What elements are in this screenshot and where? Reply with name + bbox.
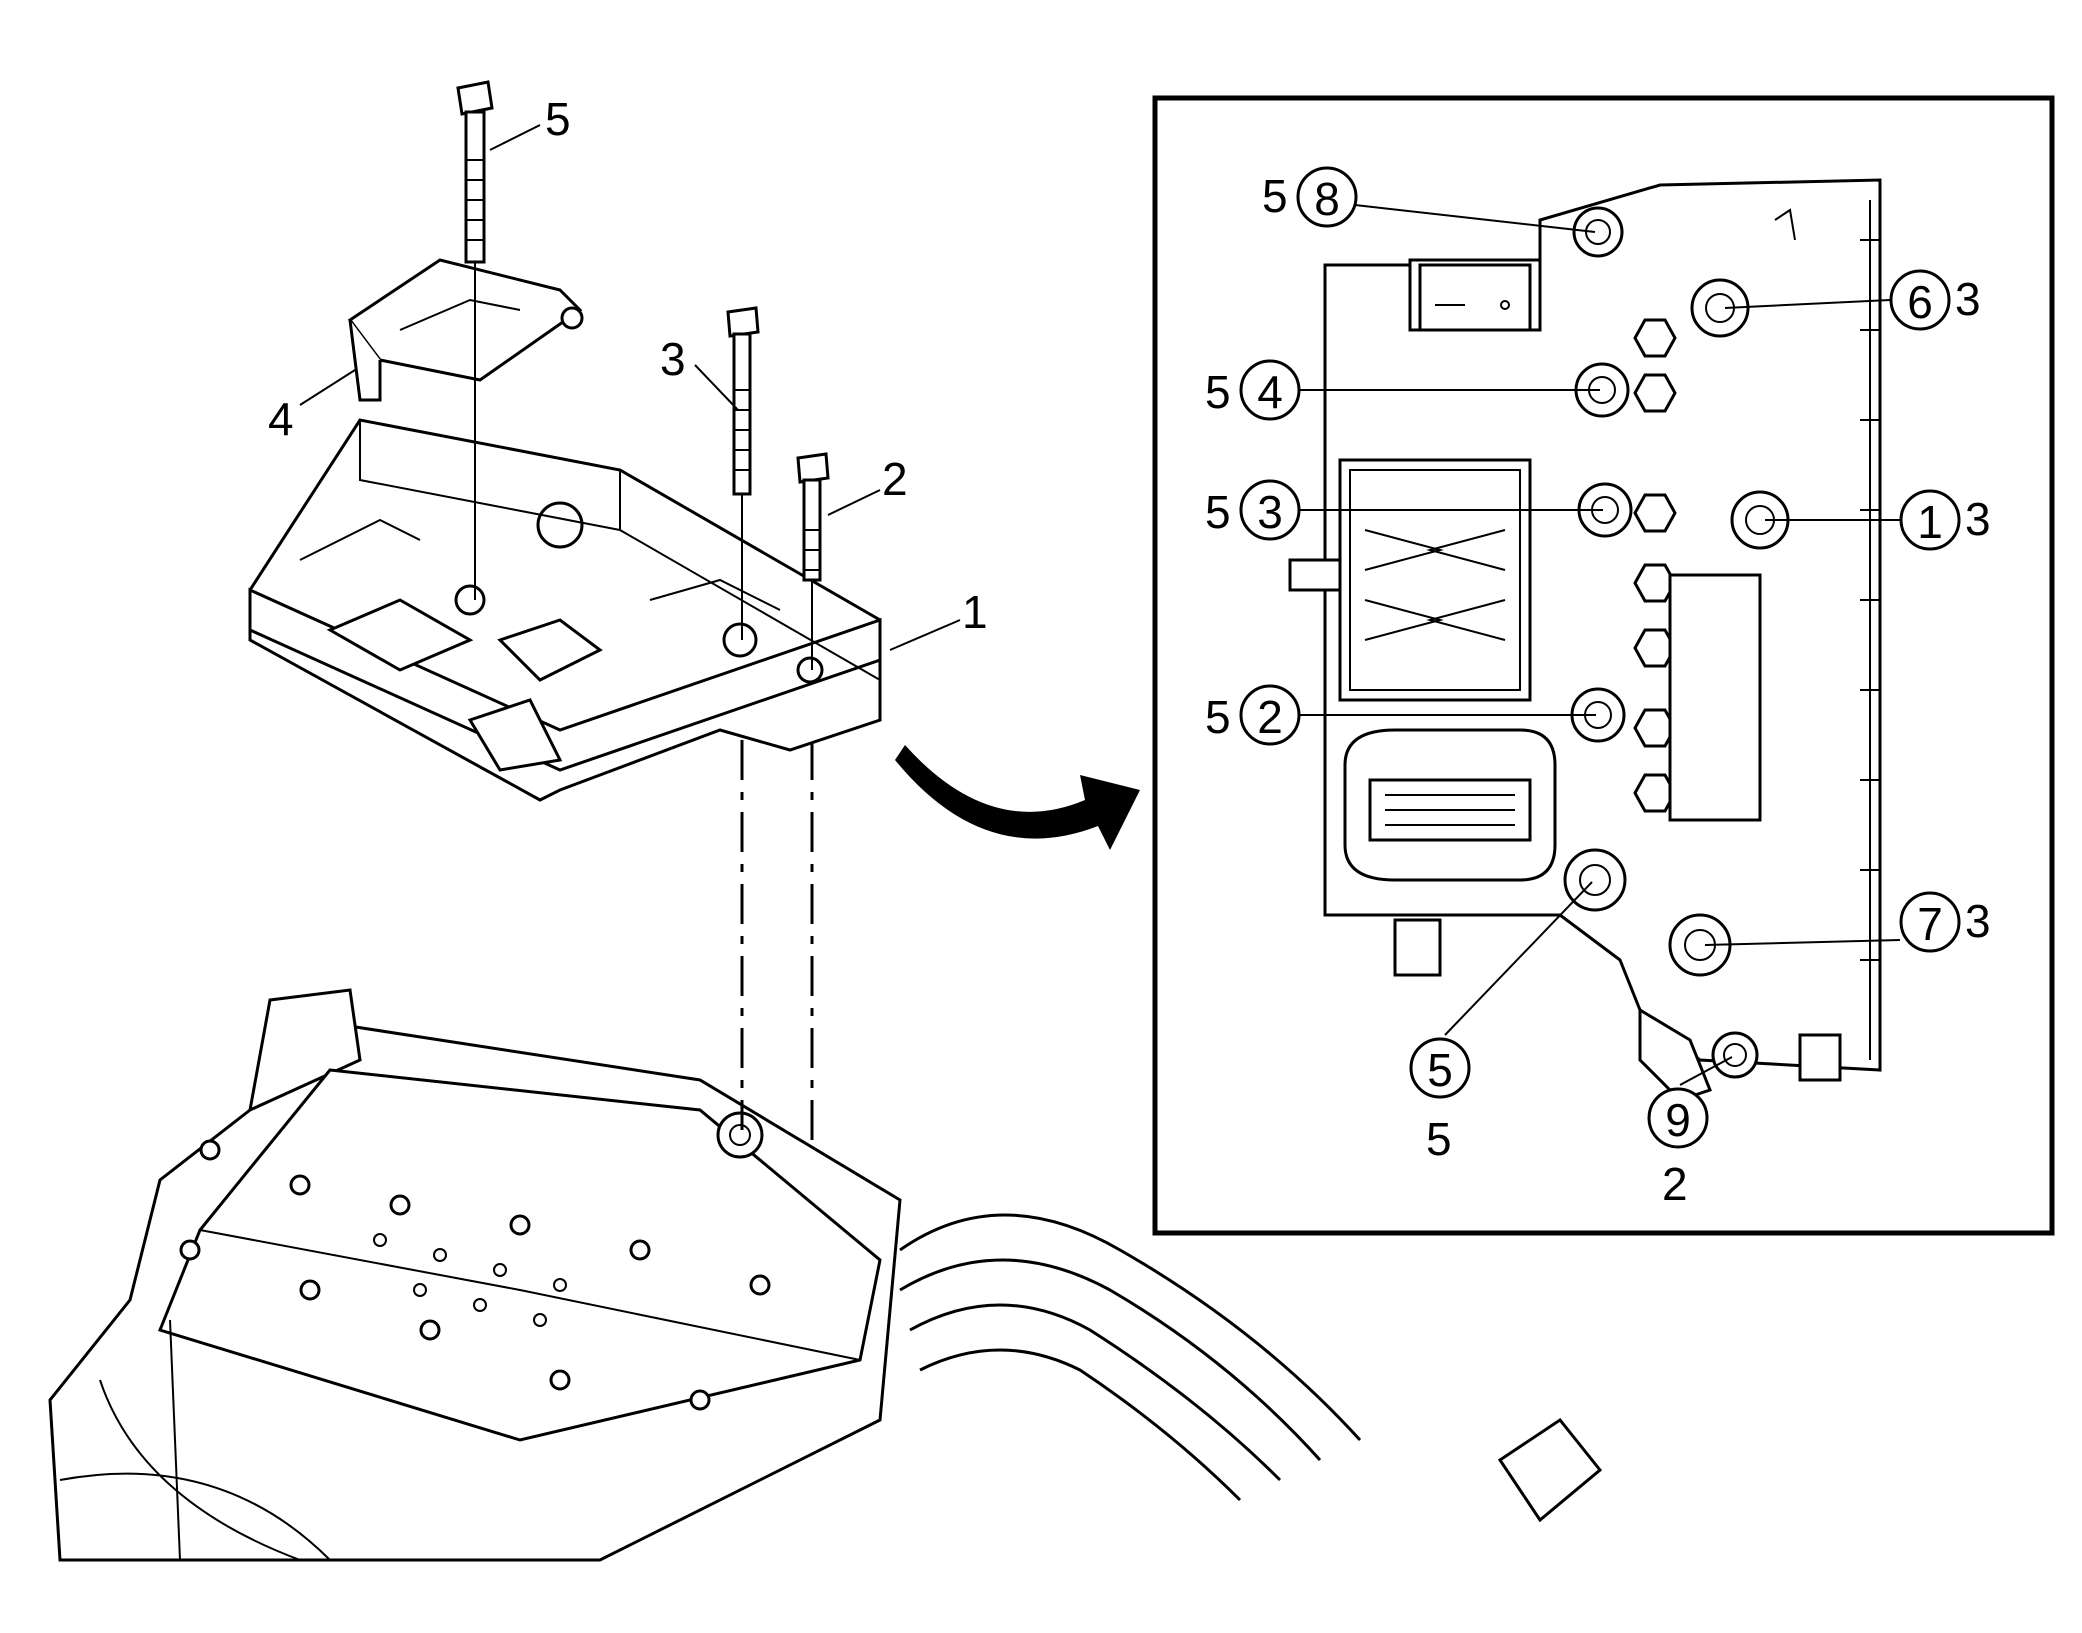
wiring-harness [899,1213,1603,1523]
leader-3 [694,364,739,411]
inset-callout-3: 5 3 [1205,479,1301,541]
torque-size-3: 5 [1205,486,1231,538]
callout-bracket: 4 [268,393,294,445]
sequence-badge-5: 5 [1427,1044,1453,1096]
torque-size-2: 5 [1205,691,1231,743]
torque-size-1: 3 [1965,493,1991,545]
leader-2 [827,489,881,516]
transmission-case [48,988,902,1562]
leader-4 [299,369,356,406]
sequence-badge-2: 2 [1257,691,1283,743]
bolt-short [796,452,830,670]
bolt-long [726,306,760,640]
leader-5 [489,124,541,151]
torque-size-5: 5 [1426,1113,1452,1165]
bolt-hole-9 [1711,1031,1759,1079]
inset-callout-7: 7 3 [1899,891,1991,953]
zoom-arrow [895,745,1140,850]
callout-bolt-top: 5 [545,93,571,145]
torque-size-7: 3 [1965,895,1991,947]
inset-callout-2: 5 2 [1205,684,1301,746]
inset-callout-1: 1 3 [1899,489,1991,551]
sequence-badge-3: 3 [1257,486,1283,538]
bolt-hole-6 [1690,278,1750,338]
inset-callout-9: 9 2 [1647,1087,1709,1210]
sequence-badge-1: 1 [1917,496,1943,548]
sequence-badge-4: 4 [1257,366,1283,418]
sequence-badge-9: 9 [1665,1094,1691,1146]
sequence-badge-8: 8 [1314,173,1340,225]
inset-callout-4: 5 4 [1205,359,1301,421]
callout-bolt-short: 2 [882,453,908,505]
control-module [248,418,882,802]
sequence-badge-6: 6 [1907,276,1933,328]
inset-module-body [1288,178,1882,1102]
torque-size-6: 3 [1955,273,1981,325]
torque-size-4: 5 [1205,366,1231,418]
inset-bolts [1563,206,1790,1079]
torque-size-8: 5 [1262,170,1288,222]
bolt-hole-8 [1572,206,1624,258]
bracket [347,258,584,402]
inset-callout-8: 5 8 [1262,166,1358,228]
sequence-badge-7: 7 [1917,898,1943,950]
callout-module: 1 [962,586,988,638]
bolt-top [456,80,494,600]
inset-callout-5: 5 5 [1409,1037,1471,1165]
leader-1 [889,619,961,651]
torque-size-9: 2 [1662,1158,1688,1210]
callout-bolt-long: 3 [660,333,686,385]
inset-leaders [1300,204,1901,1086]
inset-callout-6: 6 3 [1889,269,1981,331]
